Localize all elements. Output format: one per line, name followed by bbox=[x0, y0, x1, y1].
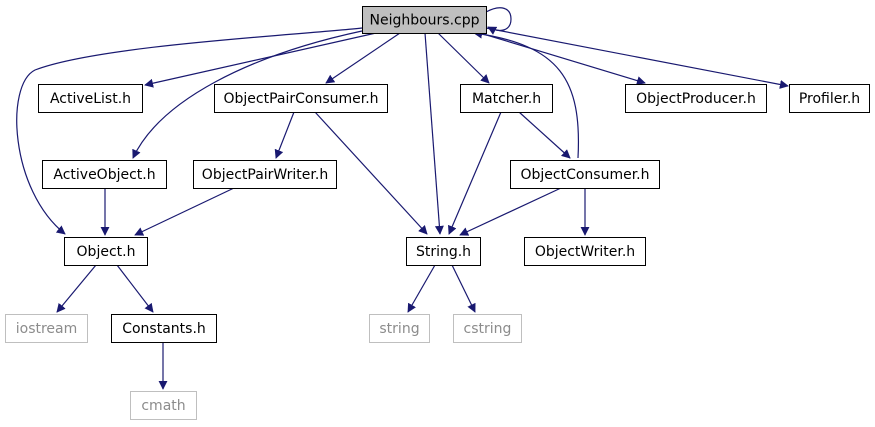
edge-stringh-to-cstring bbox=[451, 264, 476, 313]
node-matcher[interactable]: Matcher.h bbox=[460, 84, 553, 113]
node-box-cmath bbox=[130, 391, 197, 420]
edge-matcher-to-objectconsumer bbox=[518, 111, 571, 159]
edge-neighbours-to-objectproducer bbox=[479, 32, 646, 85]
node-objectpairconsumer[interactable]: ObjectPairConsumer.h bbox=[214, 84, 388, 113]
node-box-objectpairwriter bbox=[193, 160, 337, 189]
edge-neighbours-to-neighbours bbox=[485, 7, 512, 35]
edge-matcher-to-stringh bbox=[448, 111, 502, 235]
edge-objectpairwriter-to-object bbox=[134, 187, 235, 236]
node-label-activelist: ActiveList.h bbox=[50, 91, 131, 107]
node-label-neighbours: Neighbours.cpp bbox=[369, 13, 479, 29]
node-label-activeobject: ActiveObject.h bbox=[53, 167, 155, 183]
node-objectpairwriter[interactable]: ObjectPairWriter.h bbox=[193, 160, 337, 189]
edge-neighbours-to-activelist bbox=[144, 32, 377, 88]
node-box-neighbours bbox=[362, 6, 487, 34]
node-label-constants: Constants.h bbox=[122, 321, 206, 337]
node-label-cstring: cstring bbox=[464, 321, 512, 337]
node-constants[interactable]: Constants.h bbox=[111, 314, 217, 343]
node-box-matcher bbox=[460, 84, 553, 113]
node-label-cmath: cmath bbox=[141, 398, 185, 414]
node-box-objectproducer bbox=[625, 84, 767, 113]
node-profiler[interactable]: Profiler.h bbox=[789, 84, 870, 113]
node-box-constants bbox=[111, 314, 217, 343]
node-label-object: Object.h bbox=[77, 244, 136, 260]
node-iostream[interactable]: iostream bbox=[5, 314, 88, 343]
node-box-object bbox=[64, 237, 148, 266]
node-label-objectpairconsumer: ObjectPairConsumer.h bbox=[223, 91, 378, 107]
node-box-iostream bbox=[5, 314, 88, 343]
node-activelist[interactable]: ActiveList.h bbox=[38, 84, 143, 113]
node-stringh[interactable]: String.h bbox=[406, 237, 481, 266]
edge-neighbours-to-object bbox=[16, 27, 363, 235]
node-label-objectwriter: ObjectWriter.h bbox=[535, 244, 635, 260]
edge-object-to-constants bbox=[116, 264, 154, 313]
node-objectproducer[interactable]: ObjectProducer.h bbox=[625, 84, 767, 113]
edge-neighbours-to-stringh bbox=[424, 32, 444, 235]
edge-neighbours-to-objectpairconsumer bbox=[325, 32, 401, 84]
edges-layer bbox=[16, 7, 789, 390]
node-box-activelist bbox=[38, 84, 143, 113]
node-string[interactable]: string bbox=[369, 314, 430, 343]
node-box-objectpairconsumer bbox=[214, 84, 388, 113]
node-label-stringh: String.h bbox=[416, 244, 471, 260]
edge-objectconsumer-to-stringh bbox=[459, 187, 562, 236]
edge-object-to-iostream bbox=[56, 264, 97, 313]
node-neighbours[interactable]: Neighbours.cpp bbox=[362, 6, 487, 34]
edge-neighbours-to-activeobject bbox=[132, 30, 363, 159]
node-label-string: string bbox=[379, 321, 419, 337]
node-label-objectproducer: ObjectProducer.h bbox=[636, 91, 756, 107]
node-label-objectconsumer: ObjectConsumer.h bbox=[520, 167, 649, 183]
edge-neighbours-to-profiler bbox=[485, 27, 789, 89]
node-box-objectconsumer bbox=[510, 160, 660, 189]
node-label-matcher: Matcher.h bbox=[472, 91, 541, 107]
edge-neighbours-to-matcher bbox=[437, 32, 490, 84]
node-label-iostream: iostream bbox=[16, 321, 78, 337]
node-box-cstring bbox=[453, 314, 522, 343]
node-box-objectwriter bbox=[524, 237, 646, 266]
node-activeobject[interactable]: ActiveObject.h bbox=[42, 160, 167, 189]
edge-neighbours-to-objectconsumer bbox=[473, 29, 580, 159]
node-object[interactable]: Object.h bbox=[64, 237, 148, 266]
node-box-activeobject bbox=[42, 160, 167, 189]
edge-objectpairconsumer-to-objectpairwriter bbox=[274, 111, 295, 159]
node-objectconsumer[interactable]: ObjectConsumer.h bbox=[510, 160, 660, 189]
node-cstring[interactable]: cstring bbox=[453, 314, 522, 343]
node-box-profiler bbox=[789, 84, 870, 113]
node-objectwriter[interactable]: ObjectWriter.h bbox=[524, 237, 646, 266]
edge-stringh-to-string bbox=[407, 264, 436, 313]
node-cmath[interactable]: cmath bbox=[130, 391, 197, 420]
edge-objectpairconsumer-to-stringh bbox=[314, 111, 428, 235]
node-box-string bbox=[369, 314, 430, 343]
node-label-objectpairwriter: ObjectPairWriter.h bbox=[202, 167, 328, 183]
node-label-profiler: Profiler.h bbox=[799, 91, 860, 107]
node-box-stringh bbox=[406, 237, 481, 266]
